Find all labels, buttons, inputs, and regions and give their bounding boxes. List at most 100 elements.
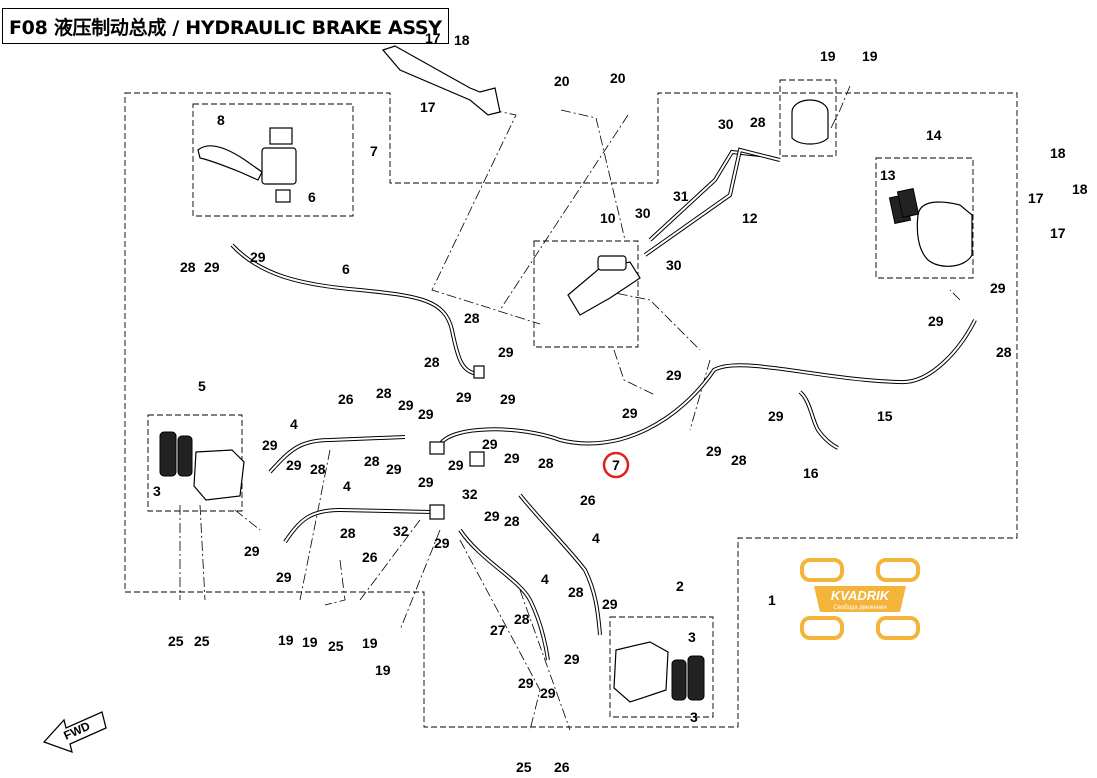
callout-28b: 28 — [464, 310, 480, 326]
box-rear-caliper — [875, 157, 974, 279]
callout-25d: 26 — [554, 759, 570, 775]
callout-16: 16 — [803, 465, 819, 481]
callout-19c: 19 — [278, 632, 294, 648]
callout-26d: 27 — [490, 622, 506, 638]
leader-lines — [179, 85, 961, 731]
callout-4d: 4 — [541, 571, 549, 587]
box-pedal-master-cylinder — [533, 240, 639, 348]
logo-subtext: Свобода движения — [833, 605, 886, 611]
callout-29r: 29 — [286, 457, 302, 473]
callout-29u: 29 — [484, 508, 500, 524]
callout-28m: 28 — [514, 611, 530, 627]
callout-4b: 4 — [343, 478, 351, 494]
box-front-caliper-right — [609, 616, 714, 718]
callout-28h: 28 — [538, 455, 554, 471]
callout-28g: 28 — [364, 453, 380, 469]
callout-29b: 29 — [250, 249, 266, 265]
callout-9: 7 — [370, 143, 378, 159]
callout-29a: 29 — [204, 259, 220, 275]
callout-29t: 29 — [418, 474, 434, 490]
callout-29y: 29 — [602, 596, 618, 612]
callout-29ab: 29 — [540, 685, 556, 701]
kvadrik-logo: KVADRIK Свобода движения — [800, 558, 920, 640]
callout-28d: 28 — [424, 354, 440, 370]
svg-text:7: 7 — [612, 457, 620, 473]
logo-tire-br — [876, 616, 920, 640]
callout-26c: 26 — [362, 549, 378, 565]
callout-28k: 28 — [340, 525, 356, 541]
callout-3b: 3 — [688, 629, 696, 645]
callout-20b: 20 — [610, 70, 626, 86]
box-master-cylinder-handlebar — [192, 103, 354, 217]
callout-29f: 29 — [666, 367, 682, 383]
callout-31: 31 — [673, 188, 689, 204]
callout-19b: 19 — [862, 48, 878, 64]
callout-28c: 28 — [996, 344, 1012, 360]
callout-18b: 18 — [1072, 181, 1088, 197]
callout-2: 2 — [676, 578, 684, 594]
callout-25c: 25 — [516, 759, 532, 775]
callout-28i: 28 — [310, 461, 326, 477]
callout-12: 12 — [742, 210, 758, 226]
callout-29n: 29 — [482, 436, 498, 452]
callout-30b: 30 — [635, 205, 651, 221]
callout-22: 17 — [420, 99, 436, 115]
callout-4c: 4 — [592, 530, 600, 546]
callout-1: 1 — [768, 592, 776, 608]
callout-29x: 29 — [276, 569, 292, 585]
callout-15: 15 — [877, 408, 893, 424]
callout-29q: 29 — [504, 450, 520, 466]
callout-27: 28 — [750, 114, 766, 130]
box-reservoir — [779, 79, 837, 157]
brake-hoses — [230, 147, 977, 661]
box-front-caliper-left — [147, 414, 243, 512]
callout-29d: 29 — [928, 313, 944, 329]
callout-29c: 29 — [990, 280, 1006, 296]
callout-28j: 28 — [504, 513, 520, 529]
callout-19a: 19 — [820, 48, 836, 64]
callout-6: 6 — [342, 261, 350, 277]
callout-29p: 29 — [448, 457, 464, 473]
callout-29o: 29 — [706, 443, 722, 459]
callout-26b: 26 — [580, 492, 596, 508]
callout-20a: 20 — [554, 73, 570, 89]
callout-3a: 3 — [153, 483, 161, 499]
callout-10: 6 — [308, 189, 316, 205]
callout-28f: 28 — [731, 452, 747, 468]
components — [159, 45, 973, 703]
callout-3c: 3 — [690, 709, 698, 725]
callout-19e: 19 — [362, 635, 378, 651]
fwd-arrow: FWD — [42, 711, 107, 754]
callout-19f: 19 — [375, 662, 391, 678]
callout-23: 18 — [454, 32, 470, 48]
callout-29z: 29 — [564, 651, 580, 667]
callout-19d: 19 — [302, 634, 318, 650]
page-title: F08 液压制动总成 / HYDRAULIC BRAKE ASSY — [2, 8, 449, 44]
callout-13: 13 — [880, 167, 896, 183]
callout-17a: 17 — [1028, 190, 1044, 206]
callout-4a: 4 — [290, 416, 298, 432]
callout-29e: 29 — [498, 344, 514, 360]
callout-29aa: 29 — [518, 675, 534, 691]
logo-text: KVADRIK — [831, 588, 891, 603]
callout-29w: 29 — [434, 535, 450, 551]
callout-8: 10 — [600, 210, 616, 226]
callout-29k: 29 — [622, 405, 638, 421]
callout-25b: 25 — [194, 633, 210, 649]
callout-17b: 17 — [1050, 225, 1066, 241]
callout-26a: 26 — [338, 391, 354, 407]
callout-29g: 29 — [456, 389, 472, 405]
callout-29m: 29 — [262, 437, 278, 453]
callout-labels: 17 18 17 20 20 19 19 30 28 14 8 7 6 18 1… — [153, 30, 1088, 775]
callout-29h: 29 — [398, 397, 414, 413]
callout-29j: 29 — [500, 391, 516, 407]
logo-tire-tr — [876, 558, 920, 582]
callout-30a: 30 — [718, 116, 734, 132]
callout-28l: 28 — [568, 584, 584, 600]
highlighted-callout-7: 7 — [602, 451, 630, 479]
logo-tire-tl — [800, 558, 844, 582]
callout-29i: 29 — [418, 406, 434, 422]
callout-32b: 32 — [393, 523, 409, 539]
assembly-boundary — [124, 92, 1018, 728]
